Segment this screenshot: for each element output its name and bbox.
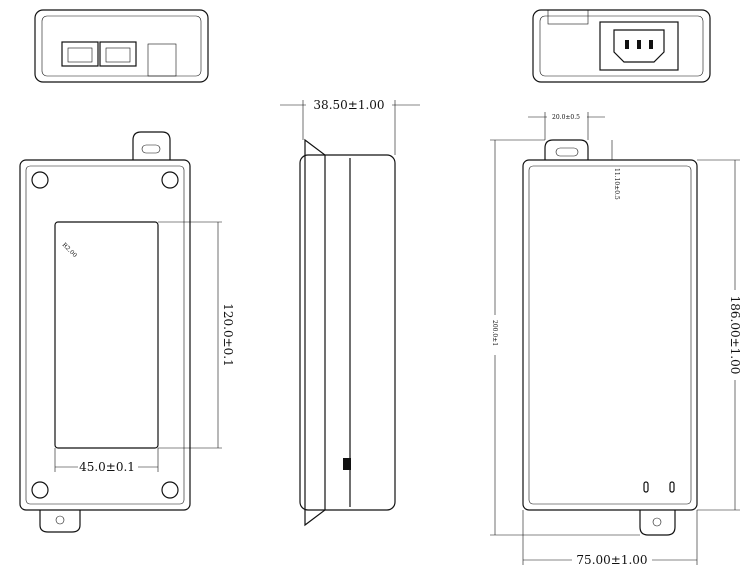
dim-tab-height: 11.10±0.5 [613, 168, 620, 200]
label-window [54, 221, 159, 449]
end-view-ac-inlet [532, 9, 711, 83]
dim-overall-length: 200.0±1 [491, 320, 498, 346]
dim-depth: 38.50±1.00 [313, 98, 384, 112]
rj45-port-icon [61, 41, 99, 67]
side-view: 38.50±1.00 [280, 97, 420, 527]
dim-body-length: 186.00±1.00 [728, 296, 742, 375]
iec-inlet-icon [613, 29, 665, 63]
bottom-view: R2.00 120.0±0.1 45.0±0.1 [19, 131, 235, 533]
dim-window-height: 120.0±0.1 [221, 303, 235, 367]
top-view: 20.0±0.5 11.10±0.5 200.0±1 186.00±1.00 7… [490, 112, 742, 567]
dim-window-width: 45.0±0.1 [79, 460, 135, 474]
dim-corner-radius: R2.00 [61, 241, 79, 259]
dim-body-width: 75.00±1.00 [576, 553, 647, 567]
dim-tab-width: 20.0±0.5 [552, 114, 580, 121]
end-view-rj45 [34, 9, 209, 83]
rj45-port-icon [99, 41, 137, 67]
